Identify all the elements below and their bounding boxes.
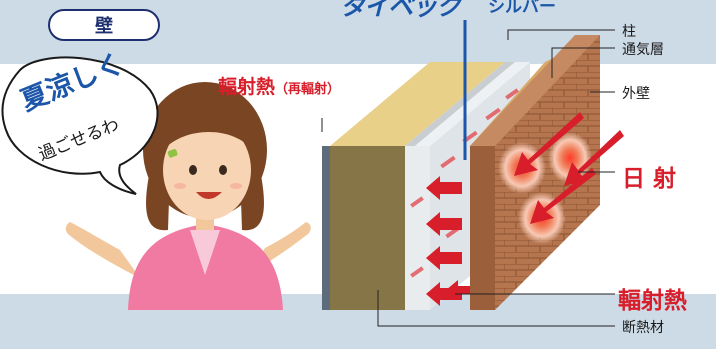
wall-label-pill: 壁 (48, 9, 160, 41)
reradiation-label: 輻射熱（再輻射） (218, 76, 341, 98)
brand-name: タイベック (340, 0, 461, 21)
insulation-block (322, 62, 505, 310)
air-layer-label: 通気層 (622, 42, 664, 58)
sunlight-label: 日 射 (622, 166, 677, 192)
brick-wall (470, 35, 600, 310)
speech-bubble (1, 56, 159, 195)
outer-wall-label: 外壁 (622, 86, 650, 102)
pillar-label: 柱 (622, 24, 636, 40)
radiant-heat-label: 輻射熱 (618, 288, 687, 314)
reradiation-arrows (426, 176, 470, 306)
brand-subname: シルバー (488, 0, 556, 17)
insulation-label: 断熱材 (622, 320, 664, 336)
woman-figure (65, 82, 311, 310)
